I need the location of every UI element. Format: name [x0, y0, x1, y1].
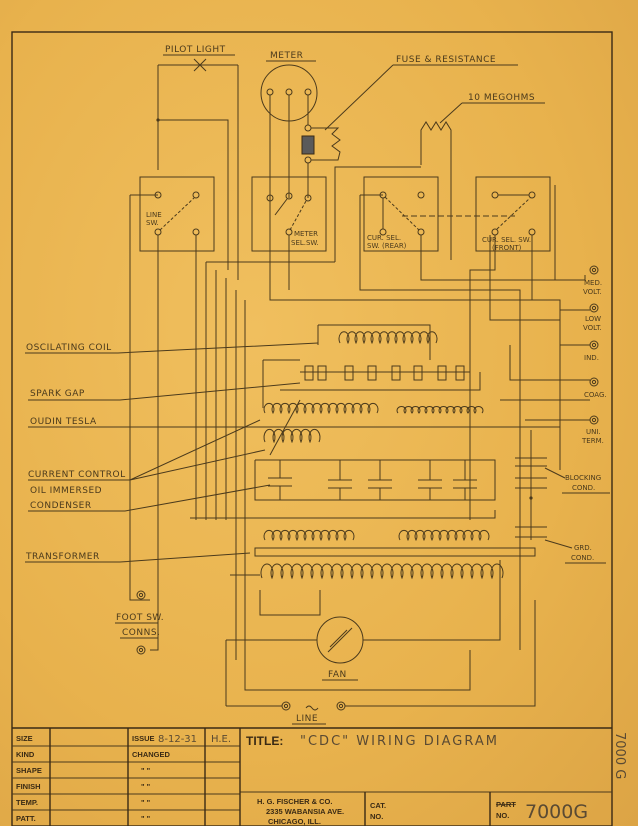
fuse-icon [301, 135, 315, 155]
svg-text:COND.: COND. [571, 554, 594, 562]
svg-text:CHANGED: CHANGED [132, 750, 171, 759]
title-block: SIZE KIND SHAPE FINISH TEMP. PATT. ISSUE… [12, 727, 612, 826]
svg-text:" ": " " [141, 798, 151, 807]
foot-switch-terminals [136, 590, 146, 655]
transformer-primary-left-icon [263, 529, 355, 541]
svg-text:IND.: IND. [584, 354, 599, 362]
svg-text:(FRONT): (FRONT) [492, 244, 522, 252]
current-control-arrow-icon [269, 399, 301, 456]
svg-text:VOLT.: VOLT. [583, 324, 602, 332]
svg-text:OIL IMMERSED: OIL IMMERSED [30, 486, 102, 496]
svg-text:ISSUE: ISSUE [132, 734, 155, 743]
svg-text:CUR. SEL.: CUR. SEL. [367, 234, 401, 242]
terminal-uni-term: UNI. TERM. [581, 415, 604, 445]
coils [260, 331, 504, 580]
svg-text:TERM.: TERM. [581, 437, 604, 445]
svg-text:TITLE:: TITLE: [246, 734, 283, 748]
svg-text:2335 WABANSIA AVE.: 2335 WABANSIA AVE. [266, 807, 344, 816]
drawing-border [11, 31, 613, 826]
svg-text:MED.: MED. [584, 279, 602, 287]
initials: H.E. [211, 734, 231, 745]
transformer-icon [230, 547, 536, 616]
left-labels: OSCILATING COIL SPARK GAP OUDIN TESLA CU… [25, 342, 560, 639]
issue-date: 8-12-31 [158, 734, 197, 745]
svg-text:SEL.SW.: SEL.SW. [291, 239, 319, 247]
svg-text:CONDENSER: CONDENSER [30, 501, 92, 511]
label-10-megohms: 10 MEGOHMS [468, 93, 535, 103]
terminal-low-volt: LOW VOLT. [583, 303, 602, 332]
svg-text:NO.: NO. [370, 812, 383, 821]
terminal-coag: COAG. [584, 377, 607, 399]
svg-text:H. G. FISCHER & CO.: H. G. FISCHER & CO. [257, 797, 332, 806]
svg-text:TEMP.: TEMP. [16, 798, 38, 807]
svg-text:NO.: NO. [496, 811, 509, 820]
svg-text:SW. (REAR): SW. (REAR) [367, 242, 407, 250]
oudin-tesla-primary-icon [263, 402, 379, 414]
label-meter: METER [270, 51, 303, 61]
fan-icon [226, 560, 501, 664]
current-select-switch-rear: CUR. SEL. SW. (REAR) [363, 176, 439, 252]
label-line: LINE [296, 714, 318, 724]
label-pilot-light: PILOT LIGHT [165, 45, 226, 55]
svg-text:SHAPE: SHAPE [16, 766, 42, 775]
megohm-resistor-icon [420, 121, 452, 260]
terminal-med-volt: MED. VOLT. [583, 265, 602, 296]
svg-text:KIND: KIND [16, 750, 35, 759]
svg-text:METER: METER [294, 230, 318, 238]
oudin-tesla-secondary-icon [396, 405, 484, 414]
svg-text:FINISH: FINISH [16, 782, 41, 791]
svg-text:TRANSFORMER: TRANSFORMER [25, 552, 100, 562]
svg-text:SPARK GAP: SPARK GAP [30, 389, 85, 399]
svg-text:" ": " " [141, 766, 151, 775]
svg-text:CHICAGO, ILL.: CHICAGO, ILL. [268, 817, 321, 826]
transformer-primary-right-icon [398, 529, 490, 541]
pilot-light-icon [193, 58, 207, 72]
svg-text:CONNS.: CONNS. [122, 628, 160, 638]
label-fan: FAN [328, 670, 347, 680]
current-control-coil-icon [263, 428, 321, 444]
svg-text:PART: PART [496, 800, 516, 809]
terminal-ind: IND. [584, 340, 599, 362]
svg-text:PATT.: PATT. [16, 814, 36, 823]
svg-text:OSCILATING COIL: OSCILATING COIL [26, 343, 112, 353]
oil-condensers [254, 459, 496, 501]
svg-text:COND.: COND. [572, 484, 595, 492]
label-grd-cond: GRD. [574, 544, 592, 552]
spark-gap-icon [262, 359, 481, 408]
current-select-switch-front: CUR. SEL. SW. (FRONT) [475, 176, 551, 252]
svg-text:VOLT.: VOLT. [583, 288, 602, 296]
side-part-number: 7000 G [612, 732, 627, 779]
svg-text:LOW: LOW [585, 315, 601, 323]
part-number: 7000G [525, 801, 588, 823]
oscillating-coil-icon [338, 331, 438, 345]
svg-text:UNI.: UNI. [586, 428, 601, 436]
svg-text:LINE: LINE [146, 211, 162, 219]
svg-text:CUR. SEL. SW.: CUR. SEL. SW. [482, 236, 531, 244]
drawing-title: "CDC" WIRING DIAGRAM [300, 734, 499, 749]
label-blocking-cond: BLOCKING [565, 474, 601, 482]
pilot-light-wire [157, 64, 239, 280]
line-switch: LINE SW. [139, 176, 215, 252]
line-terminals [225, 600, 536, 711]
resistance-icon [311, 127, 341, 161]
svg-text:" ": " " [141, 814, 151, 823]
svg-text:COAG.: COAG. [584, 391, 607, 399]
label-fuse-resistance: FUSE & RESISTANCE [396, 55, 496, 65]
svg-text:OUDIN TESLA: OUDIN TESLA [30, 417, 97, 427]
transformer-secondary-icon [260, 563, 504, 580]
svg-text:CURRENT CONTROL: CURRENT CONTROL [28, 470, 126, 480]
svg-text:CAT.: CAT. [370, 801, 386, 810]
svg-text:SIZE: SIZE [16, 734, 33, 743]
svg-text:SW.: SW. [146, 219, 159, 227]
svg-text:FOOT SW.: FOOT SW. [116, 613, 164, 623]
svg-text:" ": " " [141, 782, 151, 791]
